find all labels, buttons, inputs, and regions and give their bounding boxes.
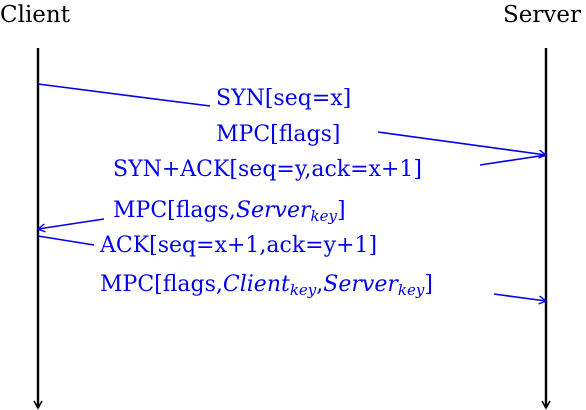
ack-mpc-prefix: MPC[flags, <box>100 272 223 297</box>
syn-mpc-label: MPC[flags] <box>216 122 341 147</box>
client-label: Client <box>0 2 70 28</box>
ack-message-label: ACK[seq=x+1,ack=y+1] <box>100 233 378 258</box>
syn-arrow-start <box>37 83 211 107</box>
ack-mpc-server: Server <box>323 272 398 297</box>
synack-message-label: SYN+ACK[seq=y,ack=x+1] <box>113 157 422 182</box>
ack-arrow-start <box>37 235 95 246</box>
ack-mpc-server-key: key <box>397 281 425 299</box>
synack-mpc-label: MPC[flags,Serverkey] <box>113 198 346 224</box>
syn-message-label: SYN[seq=x] <box>216 86 352 111</box>
server-label: Server <box>503 2 581 28</box>
ack-mpc-client: Client <box>222 272 290 297</box>
synack-arrow-start <box>479 154 547 166</box>
synack-mpc-server: Server <box>235 198 311 223</box>
synack-mpc-prefix: MPC[flags, <box>113 198 236 223</box>
ack-arrow-end <box>493 293 548 305</box>
synack-mpc-server-key: key <box>310 207 337 225</box>
ack-mpc-sep: , <box>316 272 324 297</box>
syn-arrow-end <box>377 131 548 159</box>
ack-mpc-suffix: ] <box>424 272 433 297</box>
ack-mpc-label: MPC[flags,Clientkey,Serverkey] <box>100 272 433 298</box>
synack-arrow-end <box>36 218 105 233</box>
synack-mpc-suffix: ] <box>336 198 346 223</box>
ack-mpc-client-key: key <box>289 281 317 299</box>
